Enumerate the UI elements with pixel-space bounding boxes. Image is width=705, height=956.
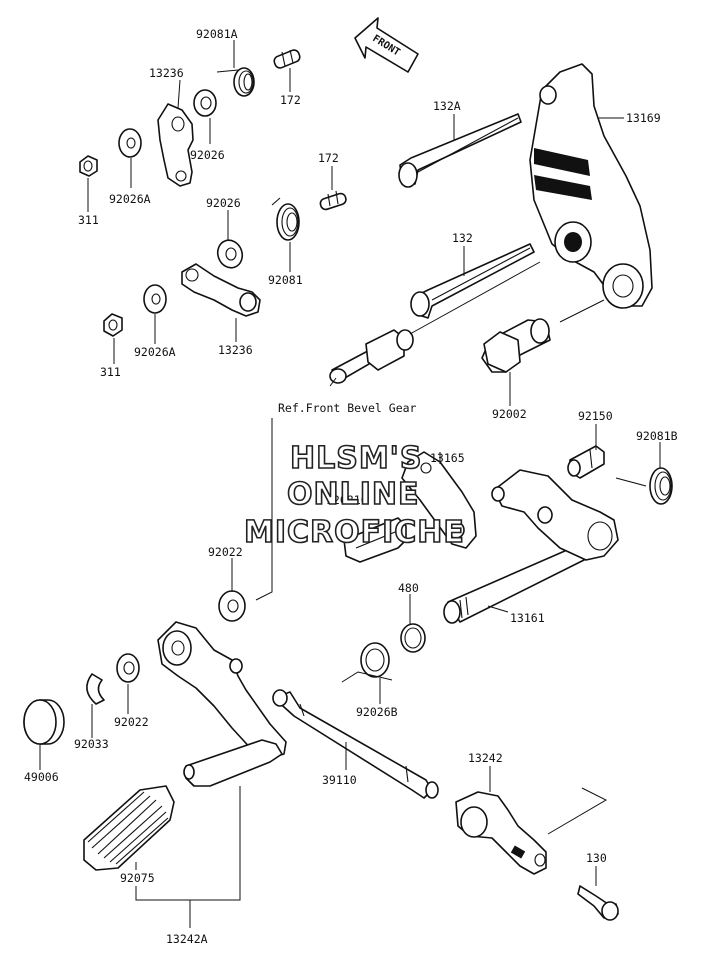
washer-92022-top (218, 590, 246, 622)
label-49006: 49006 (24, 770, 59, 784)
label-92002: 92002 (492, 407, 527, 421)
label-92081C: 92081C (326, 493, 368, 507)
arm-13242 (455, 791, 547, 875)
nut-311-bottom (103, 313, 123, 337)
label-92033: 92033 (74, 737, 109, 751)
label-311-top: 311 (78, 213, 99, 227)
front-direction-arrow: FRONT (354, 17, 419, 73)
spring-92081B (615, 467, 673, 505)
label-92026B: 92026B (356, 705, 398, 719)
label-132A: 132A (433, 99, 461, 113)
leader-lines (39, 40, 661, 928)
washer-92026-top (193, 89, 217, 117)
circlip-480 (400, 623, 426, 653)
label-13236-top: 13236 (149, 66, 184, 80)
label-172-mid: 172 (318, 151, 339, 165)
watermark-line-1: HLSM'S (290, 441, 422, 476)
e-clip-92033 (86, 673, 105, 705)
label-92081A: 92081A (196, 27, 238, 41)
label-13161: 13161 (510, 611, 545, 625)
label-92150: 92150 (578, 409, 613, 423)
pin-92150 (567, 445, 605, 479)
nut-311-top (79, 155, 98, 177)
plate-13165 (401, 451, 477, 549)
label-92026-top: 92026 (190, 148, 225, 162)
watermark-line-3: MICROFICHE (244, 515, 465, 550)
label-92081B: 92081B (636, 429, 678, 443)
bolt-130 (577, 885, 619, 921)
spring-92081A (216, 67, 255, 97)
label-311-bottom: 311 (100, 365, 121, 379)
washer-92026-mid (216, 239, 244, 269)
label-92081: 92081 (268, 273, 303, 287)
shift-pedal-13242A (157, 621, 287, 787)
bracket-13169 (529, 63, 653, 309)
label-13169: 13169 (626, 111, 661, 125)
label-130: 130 (586, 851, 607, 865)
part-number-labels: 92081A 13236 172 92026 92026A 311 132A 1… (24, 27, 678, 946)
label-39110: 39110 (322, 773, 357, 787)
label-13236-bottom: 13236 (218, 343, 253, 357)
rubber-92075 (83, 785, 175, 871)
washer-92022-bottom (116, 653, 140, 683)
washer-92026B (360, 642, 390, 678)
label-172-top: 172 (280, 93, 301, 107)
reference-note: Ref.Front Bevel Gear (278, 401, 417, 415)
watermark: HLSM'S ONLINE MICROFICHE (243, 440, 465, 551)
washer-92026A-top (118, 128, 142, 158)
pivot-shaft (329, 329, 414, 384)
label-92026A-bottom: 92026A (134, 345, 176, 359)
spring-92081 (271, 197, 300, 241)
label-92022-bottom: 92022 (114, 715, 149, 729)
pin-172-top (273, 49, 301, 69)
pin-172-mid (319, 190, 347, 211)
label-13242: 13242 (468, 751, 503, 765)
washer-92026A-bottom (143, 284, 167, 314)
lever-13236-bottom (181, 263, 261, 317)
bolt-132A (398, 113, 522, 188)
shaft-13161 (443, 469, 619, 624)
tie-rod-39110 (272, 689, 439, 799)
label-132: 132 (452, 231, 473, 245)
label-13165: 13165 (430, 451, 465, 465)
cap-49006 (23, 699, 65, 745)
label-92075: 92075 (120, 871, 155, 885)
label-92026-mid: 92026 (206, 196, 241, 210)
label-13242A: 13242A (166, 932, 208, 946)
bolt-92002 (481, 318, 551, 373)
label-92022-top: 92022 (208, 545, 243, 559)
bolt-132 (410, 243, 535, 319)
clip-92081C (343, 517, 407, 563)
label-480: 480 (398, 581, 419, 595)
lever-13236-top (157, 103, 194, 187)
watermark-line-2: ONLINE (287, 477, 420, 512)
label-92026A-top: 92026A (109, 192, 151, 206)
